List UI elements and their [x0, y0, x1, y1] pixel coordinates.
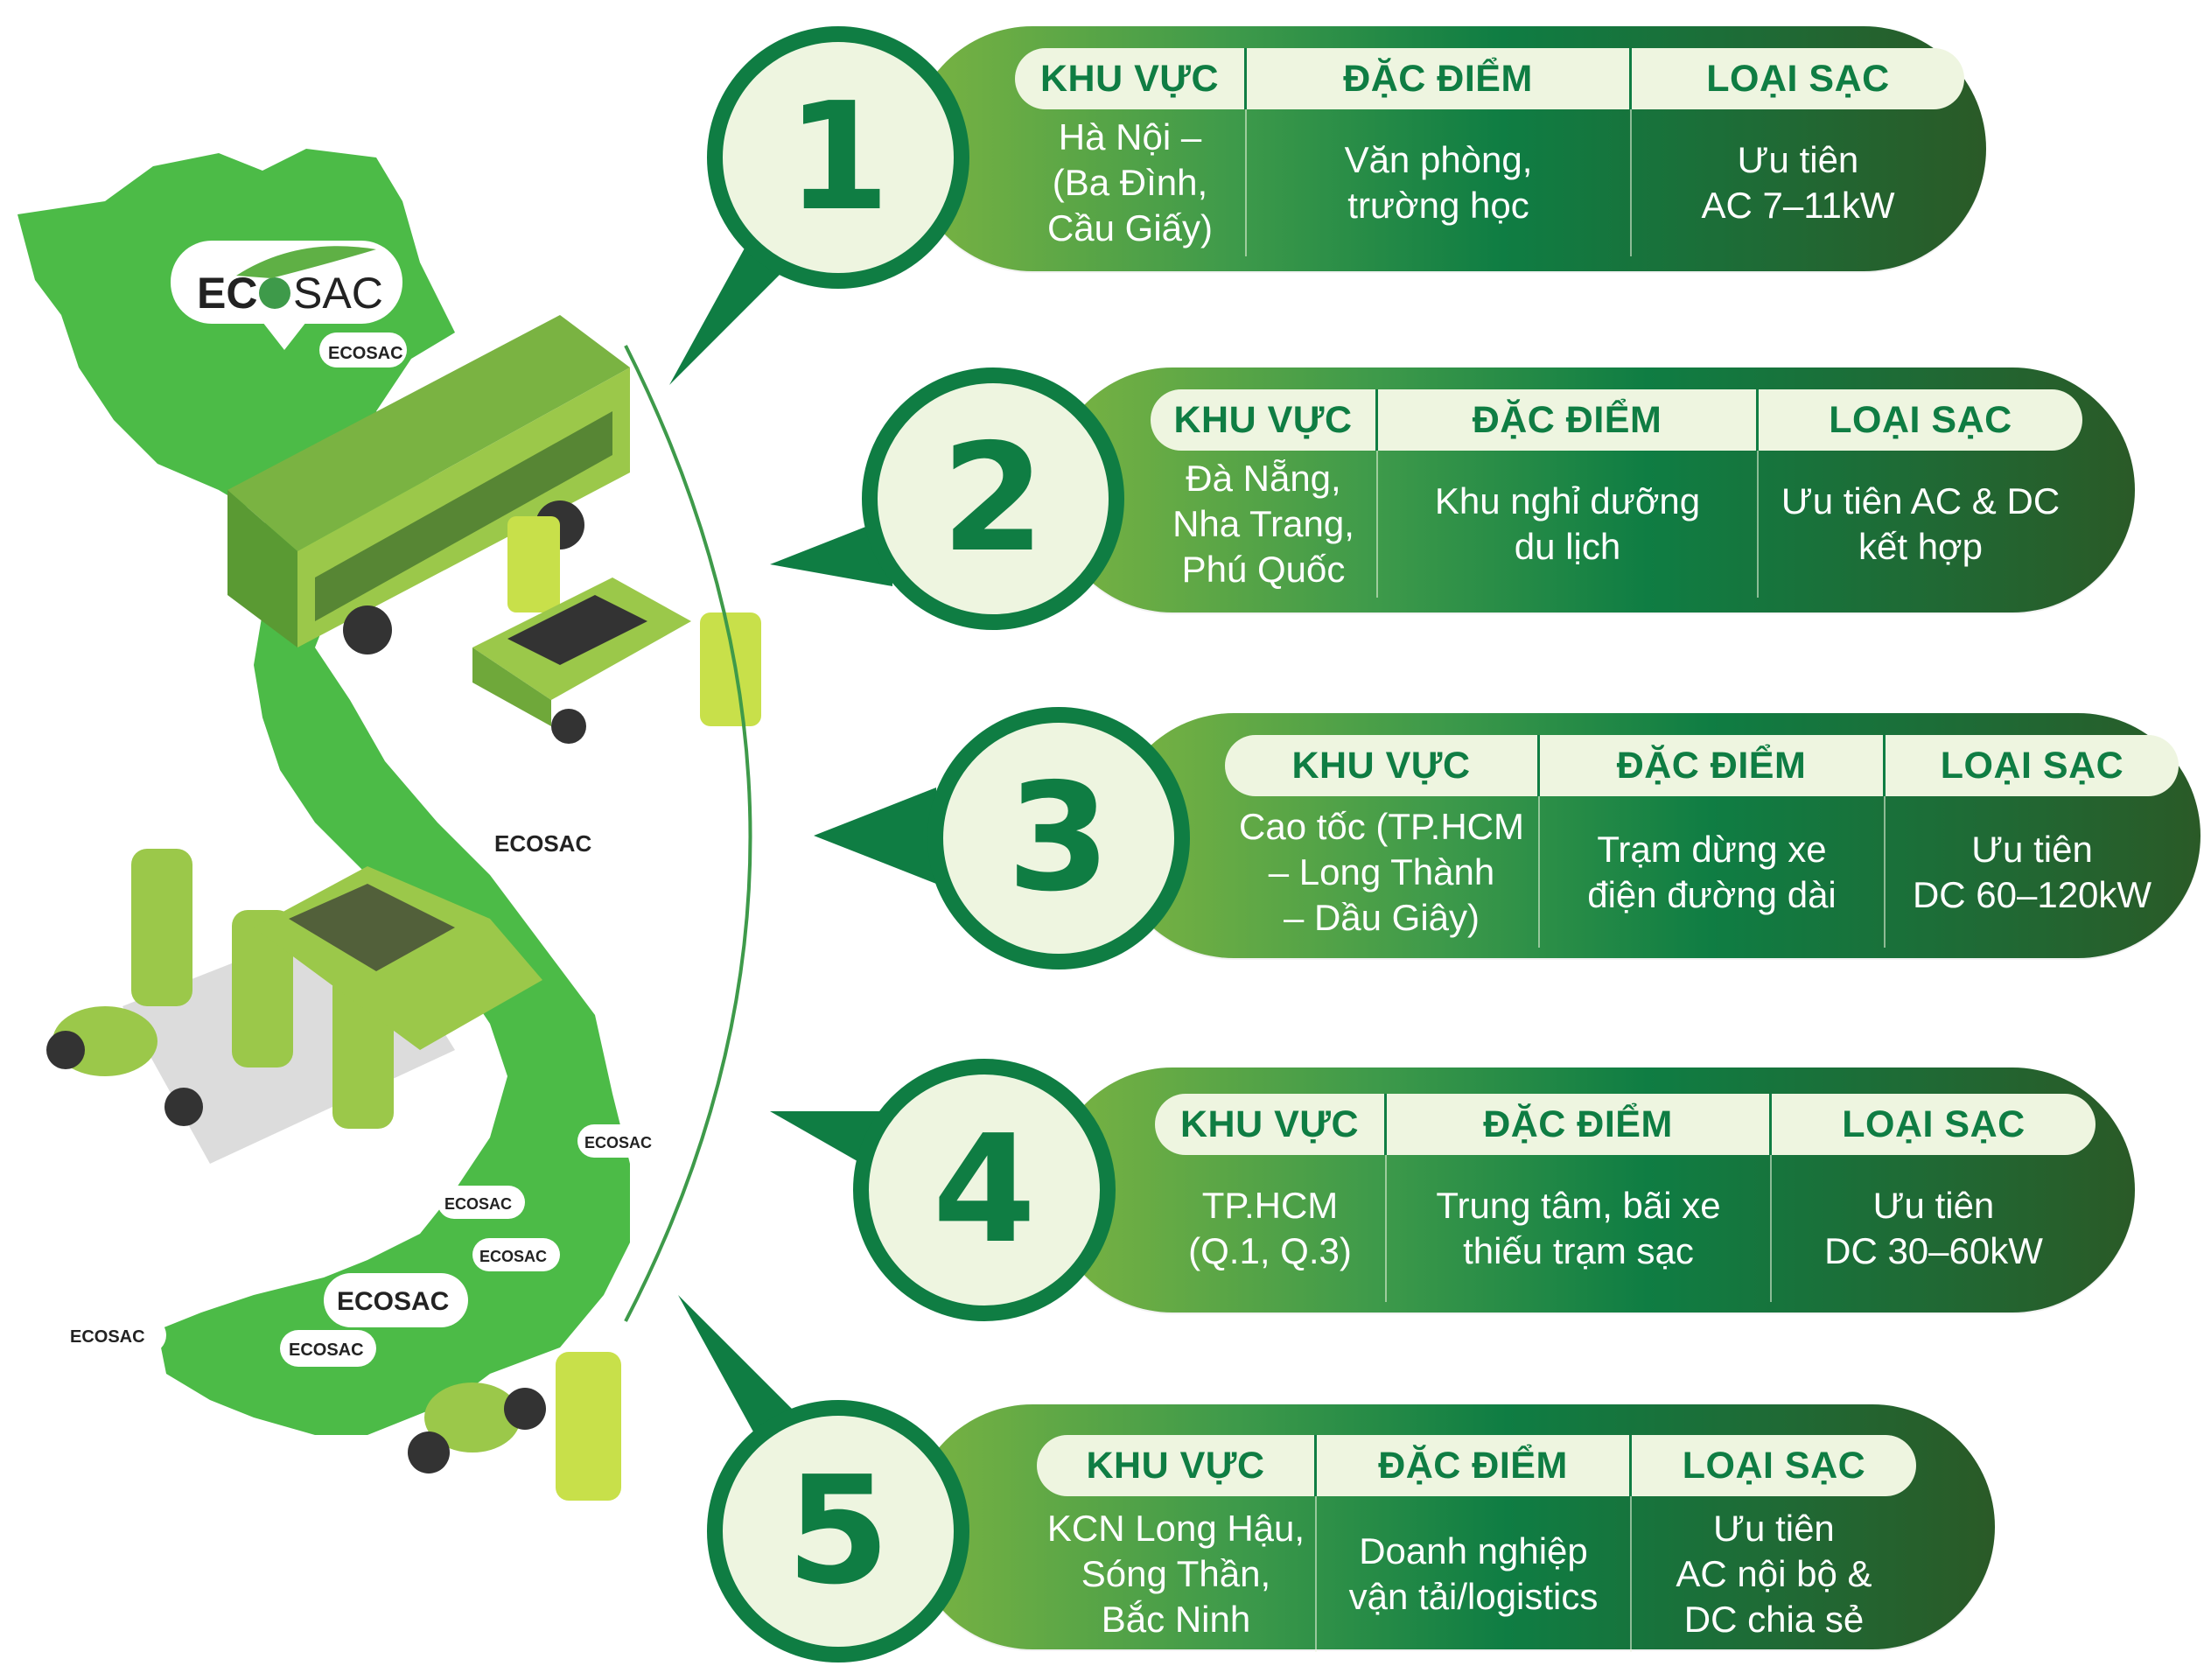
header-feature: ĐẶC ĐIỂM — [1378, 389, 1759, 451]
item-number: 2 — [941, 412, 1046, 585]
number-bubble-5: 5 — [707, 1400, 969, 1662]
charging-station-illustration — [46, 849, 542, 1164]
info-table-2: KHU VỰC ĐẶC ĐIỂM LOẠI SẠC Đà Nẵng, Nha T… — [1151, 389, 2082, 598]
svg-text:ECOSAC: ECOSAC — [328, 344, 403, 363]
cell-feature: Trung tâm, bãi xe thiếu trạm sạc — [1387, 1155, 1772, 1302]
number-bubble-2: 2 — [862, 368, 1124, 630]
header-feature: ĐẶC ĐIỂM — [1247, 48, 1632, 109]
cell-charger: Ưu tiên AC & DC kết hợp — [1781, 480, 2061, 567]
cell-region: Đà Nẵng, Nha Trang, Phú Quốc — [1151, 451, 1378, 598]
cell-region: Cao tốc (TP.HCM – Long Thành – Dầu Giây) — [1225, 796, 1540, 948]
header-charger: LOẠI SẠC — [1632, 48, 1964, 109]
header-region: KHU VỰC — [1225, 735, 1540, 796]
info-table-3: KHU VỰC ĐẶC ĐIỂM LOẠI SẠC Cao tốc (TP.HC… — [1225, 735, 2179, 948]
vietnam-map-illustration: EC SAC ECOSAC ECOSAC ECOSAC — [17, 149, 761, 1501]
svg-text:ECOSAC: ECOSAC — [479, 1248, 547, 1265]
car-charger-illustration — [472, 516, 761, 744]
ecosac-pin-large: EC SAC — [171, 241, 402, 350]
number-bubble-4: 4 — [853, 1059, 1116, 1321]
cell-charger: Ưu tiên AC 7–11kW — [1701, 139, 1895, 226]
cell-feature: Doanh nghiệp vận tải/logistics — [1317, 1496, 1632, 1652]
bubble-tail-3 — [814, 788, 936, 884]
info-table-1: KHU VỰC ĐẶC ĐIỂM LOẠI SẠC Hà Nội – (Ba Đ… — [1015, 48, 1964, 256]
scooter-charger-illustration — [408, 1352, 621, 1501]
ecosac-pin-small-3: ECOSAC — [577, 1124, 665, 1158]
svg-text:ECOSAC: ECOSAC — [289, 1340, 364, 1360]
item-number: 4 — [932, 1103, 1037, 1277]
cell-charger: Ưu tiên DC 60–120kW — [1912, 828, 2152, 915]
cell-region: Hà Nội – (Ba Đình, Cầu Giấy) — [1015, 109, 1247, 256]
svg-text:ECOSAC: ECOSAC — [337, 1287, 449, 1316]
header-region: KHU VỰC — [1037, 1435, 1317, 1496]
cell-feature: Khu nghỉ dưỡng du lịch — [1378, 451, 1759, 598]
bus-illustration — [227, 315, 630, 654]
item-number: 5 — [786, 1445, 891, 1618]
header-charger: LOẠI SẠC — [1759, 389, 2082, 451]
header-charger: LOẠI SẠC — [1886, 735, 2179, 796]
svg-text:ECOSAC: ECOSAC — [494, 830, 591, 857]
header-feature: ĐẶC ĐIỂM — [1317, 1435, 1632, 1496]
cell-charger: Ưu tiên DC 30–60kW — [1824, 1185, 2043, 1271]
header-charger: LOẠI SẠC — [1772, 1094, 2096, 1155]
ecosac-pin-small-5: ECOSAC — [472, 1238, 560, 1271]
connector-arc — [624, 345, 752, 1322]
header-region: KHU VỰC — [1155, 1094, 1387, 1155]
item-number: 1 — [786, 71, 891, 244]
info-table-5: KHU VỰC ĐẶC ĐIỂM LOẠI SẠC KCN Long Hậu, … — [1037, 1435, 1916, 1652]
cell-feature: Văn phòng, trường học — [1247, 109, 1632, 256]
ecosac-pin-small-7: ECOSAC — [280, 1330, 376, 1367]
header-feature: ĐẶC ĐIỂM — [1540, 735, 1886, 796]
ecosac-pin-small-4: ECOSAC — [437, 1186, 525, 1219]
item-number: 3 — [1006, 752, 1111, 925]
ecosac-pin-small-6: ECOSAC — [61, 1317, 166, 1354]
cell-region: KCN Long Hậu, Sóng Thần, Bắc Ninh — [1037, 1496, 1317, 1652]
svg-text:ECOSAC: ECOSAC — [584, 1134, 652, 1152]
svg-text:EC: EC — [197, 269, 257, 318]
svg-text:SAC: SAC — [293, 269, 383, 318]
ecosac-pin-medium: ECOSAC — [324, 1273, 468, 1327]
header-charger: LOẠI SẠC — [1632, 1435, 1916, 1496]
cell-feature: Trạm dừng xe điện đường dài — [1540, 796, 1886, 948]
ecosac-pin-small: ECOSAC — [319, 332, 407, 368]
svg-text:ECOSAC: ECOSAC — [444, 1195, 512, 1213]
info-table-4: KHU VỰC ĐẶC ĐIỂM LOẠI SẠC TP.HCM (Q.1, Q… — [1155, 1094, 2096, 1302]
cell-charger: Ưu tiên AC nội bộ & DC chia sẻ — [1676, 1508, 1872, 1640]
number-bubble-1: 1 — [707, 26, 969, 289]
header-region: KHU VỰC — [1015, 48, 1247, 109]
header-feature: ĐẶC ĐIỂM — [1387, 1094, 1772, 1155]
svg-text:ECOSAC: ECOSAC — [70, 1327, 145, 1347]
vietnam-map-shape — [17, 149, 630, 1435]
header-region: KHU VỰC — [1151, 389, 1378, 451]
cell-region: TP.HCM (Q.1, Q.3) — [1155, 1155, 1387, 1302]
ecosac-pin-small-2: ECOSAC — [481, 818, 626, 866]
bubble-tail-2 — [770, 516, 892, 586]
number-bubble-3: 3 — [927, 707, 1190, 970]
